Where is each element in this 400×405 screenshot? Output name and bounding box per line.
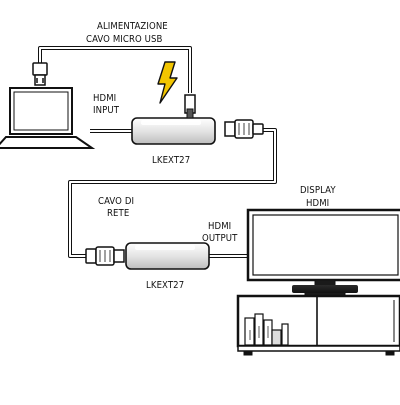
rj45-plug-icon: [85, 246, 125, 266]
tv-cabinet-icon: [236, 294, 400, 356]
power-label-line2: CAVO MICRO USB: [86, 34, 163, 45]
monitor-icon: [246, 208, 400, 297]
hdmi-output-label-line1: HDMI: [208, 221, 231, 232]
network-cable-label-line1: CAVO DI: [98, 196, 134, 207]
lightning-icon: [157, 61, 178, 104]
hdmi-input-label-line2: INPUT: [93, 105, 120, 116]
micro-usb-cable-inner: [39, 47, 191, 93]
display-label-line1: DISPLAY: [300, 185, 336, 196]
transmitter-name-label: LKEXT27: [152, 155, 190, 166]
display-label-line2: HDMI: [306, 198, 329, 209]
rj45-plug-icon: [224, 119, 264, 139]
laptop-icon: [0, 87, 96, 149]
network-cable-label-line2: RETE: [107, 208, 129, 219]
hdmi-input-label-line1: HDMI: [93, 93, 116, 104]
transmitter-device: [131, 94, 216, 145]
hdmi-output-label-line2: OUTPUT: [202, 233, 238, 244]
usb-plug-icon: [32, 62, 48, 86]
power-label-line1: ALIMENTAZIONE: [97, 21, 168, 32]
network-cable: [68, 128, 277, 258]
receiver-name-label: LKEXT27: [146, 280, 184, 291]
receiver-device: [125, 242, 210, 270]
